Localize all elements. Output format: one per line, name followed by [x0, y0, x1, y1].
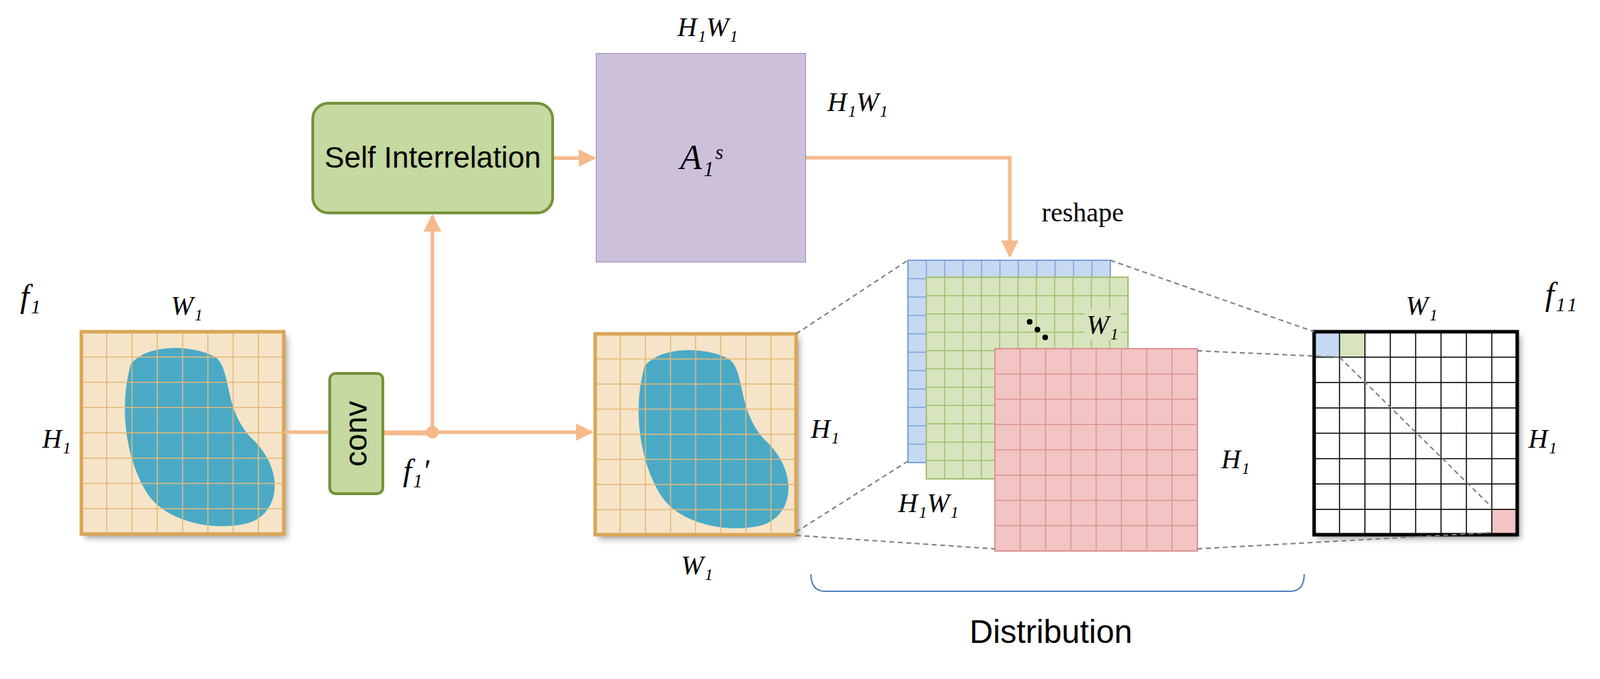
flow-arrow — [384, 215, 433, 434]
grid-line — [1440, 331, 1443, 535]
node-text: conv — [338, 401, 375, 468]
grid-line — [595, 509, 797, 511]
grid-line — [207, 331, 209, 535]
dimension-label: f₁ — [18, 277, 44, 315]
grid-ground — [81, 331, 284, 535]
dot — [1026, 319, 1033, 325]
grid-line — [926, 295, 1128, 297]
input-wire — [283, 430, 330, 435]
dimension-label: f₁′ — [400, 452, 431, 489]
grid-line — [595, 459, 797, 461]
grid-line — [745, 334, 747, 535]
node-text: A₁ˢ — [680, 137, 722, 179]
grid-line — [232, 331, 235, 535]
grid-line — [962, 277, 964, 480]
dashed-line — [796, 461, 908, 533]
dimension-label: W₁ — [679, 549, 716, 581]
grid-border — [1314, 331, 1518, 535]
grid-border — [595, 334, 797, 535]
dashed-line — [1197, 532, 1492, 550]
dimension-label: H₁W₁ — [675, 11, 741, 43]
node-text: Self Interrelation — [324, 140, 542, 175]
grid-ground — [595, 334, 797, 535]
grid-line — [944, 277, 946, 480]
grid-line — [81, 432, 284, 434]
process-box: Self Interrelation — [311, 101, 555, 215]
dimension-label: W₁ — [169, 290, 206, 322]
grid-line — [980, 277, 983, 480]
dashed-line — [1110, 260, 1315, 332]
grid-line — [81, 483, 284, 485]
grid-line — [1314, 484, 1518, 486]
dashed-line — [1339, 357, 1492, 508]
dimension-label: H₁W₁ — [895, 487, 961, 519]
distribution-slice — [994, 348, 1198, 552]
grid-line — [994, 500, 1198, 502]
feature-map — [595, 334, 797, 535]
matrix-box: A₁ˢ — [595, 53, 807, 263]
cell — [1491, 509, 1518, 535]
leader-lines — [796, 260, 1492, 550]
dot — [1042, 334, 1049, 341]
grid-line — [81, 508, 284, 511]
grid-line — [1314, 458, 1518, 460]
dimension-label: H₁ — [40, 423, 74, 455]
dimension-label: H₁ — [1526, 423, 1560, 455]
grid-line — [1491, 331, 1493, 535]
feature-map — [81, 331, 284, 535]
grid-line — [994, 525, 1198, 528]
dimension-label: H₁ — [1219, 443, 1253, 475]
cell — [1314, 331, 1340, 358]
grid-line — [994, 474, 1198, 477]
grid-line — [1314, 433, 1518, 435]
dimension-label: H₁W₁ — [825, 86, 891, 118]
grid-line — [595, 433, 797, 436]
grid-ground — [1314, 331, 1518, 535]
dimension-label: W₁ — [1084, 309, 1121, 341]
ellipsis-dots — [1026, 319, 1049, 341]
grid-line — [1146, 348, 1148, 552]
grid-line — [81, 457, 284, 460]
feature-grids — [81, 260, 1518, 552]
grid-line — [770, 334, 773, 535]
grid-line — [1120, 348, 1123, 552]
output-map — [1314, 331, 1518, 535]
grid-line — [595, 484, 797, 486]
dashed-line — [1197, 350, 1340, 358]
group-caption: Distribution — [967, 612, 1135, 652]
grid-border — [994, 348, 1198, 552]
object-blob — [124, 348, 275, 527]
conv-box: conv — [328, 372, 385, 496]
grid-line — [1171, 348, 1174, 552]
reshape-arrow — [806, 157, 1010, 257]
dashed-line — [796, 535, 995, 550]
grid-ground — [994, 348, 1198, 552]
grid-line — [994, 449, 1198, 451]
dimension-label: H₁ — [808, 413, 843, 445]
grid-line — [1314, 508, 1518, 511]
brace — [810, 574, 1305, 592]
dashed-line — [796, 260, 908, 335]
grid-line — [258, 331, 260, 535]
cell — [1339, 331, 1366, 358]
grid-line — [720, 334, 722, 535]
dimension-label: f₁₁ — [1543, 275, 1580, 313]
grid-line — [1466, 331, 1468, 535]
flow-arrow — [554, 156, 595, 160]
dot — [1034, 326, 1041, 333]
grid-border — [81, 331, 284, 535]
arrow-label: reshape — [1039, 196, 1126, 228]
dimension-label: W₁ — [1403, 290, 1441, 322]
object-blob — [638, 350, 789, 529]
